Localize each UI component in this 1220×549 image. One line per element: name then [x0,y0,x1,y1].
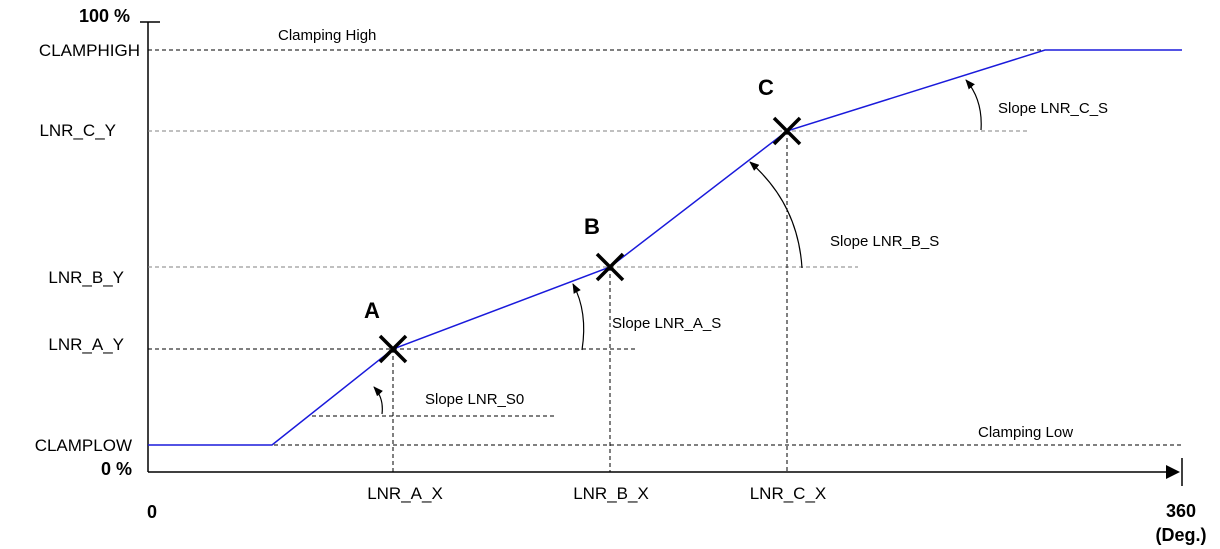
x-axis-unit-label: (Deg.) [1156,525,1207,545]
y-axis-clamphigh-label: CLAMPHIGH [39,41,140,60]
y-axis-lnr-b-y-label: LNR_B_Y [48,268,124,287]
slope-b-s-arc-icon [749,161,803,269]
y-axis-bottom-label: 0 % [101,459,132,479]
y-axis-lnr-c-y-label: LNR_C_Y [39,121,116,140]
slope-a-s-arc-icon [572,283,585,351]
slope-s0-arc-icon [373,386,384,415]
y-axis-clamplow-label: CLAMPLOW [35,436,132,455]
slope-c-s-arc-icon [965,79,982,131]
slope-b-s-label: Slope LNR_B_S [830,233,939,250]
x-axis-lnr-a-x-label: LNR_A_X [367,484,443,503]
x-axis-lnr-b-x-label: LNR_B_X [573,484,649,503]
point-a-cross-icon [378,334,408,364]
slope-a-s-label: Slope LNR_A_S [612,315,721,332]
clamping-high-label: Clamping High [278,27,376,44]
x-axis-max-label: 360 [1166,501,1196,521]
point-b-cross-icon [595,252,625,282]
clamping-low-label: Clamping Low [978,424,1073,441]
x-axis-origin-label: 0 [147,502,157,522]
slope-s0-label: Slope LNR_S0 [425,391,524,408]
x-axis-arrow-icon [1166,465,1180,479]
point-b-label: B [584,214,600,239]
y-axis-lnr-a-y-label: LNR_A_Y [48,335,124,354]
x-axis-lnr-c-x-label: LNR_C_X [750,484,827,503]
slope-c-s-label: Slope LNR_C_S [998,100,1108,117]
y-axis-top-label: 100 % [79,6,130,26]
point-c-cross-icon [772,116,802,146]
point-a-label: A [364,298,380,323]
point-c-label: C [758,75,774,100]
